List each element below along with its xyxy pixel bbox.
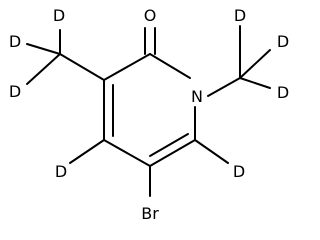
bond-cd3-left-d-bottom [26,53,61,85]
bond-c6-d [194,139,229,164]
atom-d-ring-c4: D [55,162,67,181]
molecule-structure: O N Br D D D D D D D D [9,6,289,223]
atom-d-methyl-right-mid: D [277,32,289,51]
atom-d-methyl-left-mid: D [9,32,21,51]
bond-c3-cd3-left [59,53,105,81]
bond-cd3-right-d-bottom [239,77,271,89]
atom-bromine: Br [141,204,159,223]
bond-n-cd3-right [207,77,241,97]
bond-c6-c5 [149,139,196,167]
atom-oxygen: O [144,6,157,25]
bond-c2-n1 [149,53,191,79]
atom-d-methyl-left-top: D [53,6,65,25]
bond-c5-c4 [103,139,151,167]
bond-c6-c5-inner [149,133,189,157]
bond-cd3-right-d-mid [239,49,271,79]
atom-d-methyl-right-bottom: D [277,83,289,102]
atom-d-methyl-left-bottom: D [9,82,21,101]
bond-cd3-left-d-mid [26,43,61,55]
atom-d-ring-c6: D [233,162,245,181]
atom-d-methyl-right-top: D [234,6,246,25]
bond-c4-d [69,139,105,164]
bond-c2-c3 [103,53,151,81]
atom-nitrogen: N [191,87,203,106]
